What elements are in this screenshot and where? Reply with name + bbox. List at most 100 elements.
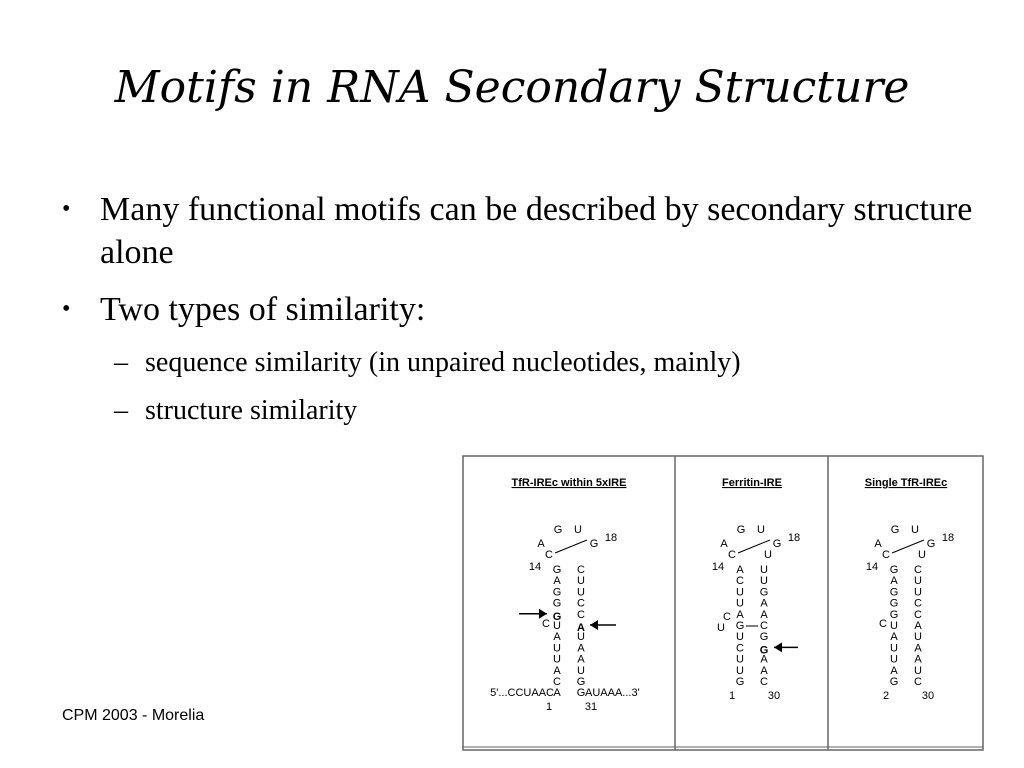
stem-nucleotide: C	[760, 676, 768, 688]
stem-nucleotide: G	[890, 564, 899, 576]
stem-nucleotide: U	[914, 575, 922, 587]
dash-icon: –	[114, 395, 128, 426]
position-number: 14	[712, 561, 724, 573]
stem-nucleotide: A	[736, 564, 744, 576]
flank-sequence: AUAAA...3'	[585, 687, 640, 699]
position-number: 18	[788, 532, 800, 544]
bullet-item: • Many functional motifs can be describe…	[62, 188, 1022, 274]
footer-text: CPM 2003 - Morelia	[62, 707, 205, 724]
stem-nucleotide: A	[760, 665, 768, 677]
bulge-nucleotide: U	[717, 622, 725, 634]
stem-nucleotide: C	[577, 598, 585, 610]
sub-bullet-text: sequence similarity (in unpaired nucleot…	[145, 347, 741, 378]
stem-nucleotide: U	[914, 586, 922, 598]
position-number: 18	[942, 532, 954, 544]
stem-nucleotide: A	[736, 609, 744, 621]
position-number: 1	[729, 690, 735, 702]
position-number: 14	[529, 561, 541, 573]
stem-nucleotide: A	[577, 622, 585, 634]
position-number: 2	[883, 690, 889, 702]
stem-nucleotide: C	[553, 676, 561, 688]
stem-nucleotide: U	[760, 564, 768, 576]
stem-nucleotide: C	[760, 620, 768, 632]
loop-nucleotide: U	[918, 549, 926, 561]
stem-nucleotide: A	[914, 642, 922, 654]
stem-nucleotide: U	[553, 620, 561, 632]
stem-nucleotide: A	[577, 654, 585, 666]
loop-nucleotide: G	[891, 524, 900, 536]
stem-nucleotide: U	[736, 586, 744, 598]
panel-title: Ferritin-IRE	[722, 477, 782, 489]
loop-nucleotide: U	[757, 524, 765, 536]
stem-nucleotide: C	[914, 598, 922, 610]
loop-nucleotide: C	[882, 549, 890, 561]
stem-nucleotide: U	[890, 642, 898, 654]
arrow-marker-head	[539, 608, 547, 619]
stem-nucleotide: G	[890, 609, 899, 621]
stem-nucleotide: A	[890, 575, 898, 587]
bullet-icon: •	[62, 196, 71, 222]
stem-nucleotide: U	[890, 620, 898, 632]
stem-nucleotide: G	[760, 644, 769, 656]
loop-nucleotide: C	[728, 549, 736, 561]
bullet-text: Two types of similarity:	[100, 291, 426, 328]
dash-icon: –	[114, 347, 128, 378]
bulge-nucleotide: C	[723, 611, 731, 623]
stem-nucleotide: C	[736, 642, 744, 654]
stem-nucleotide: U	[736, 631, 744, 643]
stem-nucleotide: A	[553, 575, 561, 587]
loop-nucleotide: G	[737, 524, 746, 536]
stem-nucleotide: U	[553, 654, 561, 666]
stem-nucleotide: C	[736, 575, 744, 587]
stem-nucleotide: G	[553, 586, 562, 598]
slide-title: Motifs in RNA Secondary Structure	[114, 62, 910, 113]
stem-nucleotide: G	[577, 687, 586, 699]
stem-nucleotide: A	[553, 687, 561, 699]
loop-nucleotide: U	[764, 549, 772, 561]
panel-title: Single TfR-IREc	[865, 477, 948, 489]
loop-bond	[891, 539, 925, 554]
stem-nucleotide: A	[890, 631, 898, 643]
stem-nucleotide: G	[577, 676, 586, 688]
stem-nucleotide: C	[577, 564, 585, 576]
stem-nucleotide: A	[760, 654, 768, 666]
flank-sequence: 5'...CCUAAC	[490, 687, 554, 699]
position-number: 14	[866, 561, 878, 573]
stem-nucleotide: U	[914, 631, 922, 643]
loop-nucleotide: U	[574, 524, 582, 536]
stem-nucleotide: C	[914, 609, 922, 621]
stem-nucleotide: G	[760, 586, 769, 598]
stem-nucleotide: G	[553, 598, 562, 610]
loop-nucleotide: C	[545, 549, 553, 561]
stem-nucleotide: C	[577, 609, 585, 621]
panel-title: TfR-IREc within 5xIRE	[512, 477, 627, 489]
position-number: 18	[605, 532, 617, 544]
loop-bond	[554, 539, 588, 554]
loop-nucleotide: A	[874, 538, 882, 550]
bullet-item: • Two types of similarity:	[62, 288, 1022, 331]
stem-nucleotide: C	[914, 564, 922, 576]
stem-nucleotide: A	[553, 665, 561, 677]
stem-nucleotide: U	[577, 586, 585, 598]
stem-nucleotide: G	[736, 620, 745, 632]
stem-nucleotide: U	[736, 654, 744, 666]
stem-nucleotide: A	[577, 642, 585, 654]
stem-nucleotide: U	[890, 654, 898, 666]
loop-nucleotide: A	[537, 538, 545, 550]
stem-nucleotide: C	[914, 676, 922, 688]
stem-nucleotide: A	[914, 620, 922, 632]
sub-bullet-text: structure similarity	[145, 395, 358, 426]
loop-nucleotide: G	[773, 538, 782, 550]
stem-nucleotide: G	[890, 676, 899, 688]
bulge-nucleotide: C	[542, 618, 550, 630]
bulge-nucleotide: C	[879, 618, 887, 630]
position-number: 31	[585, 701, 597, 713]
stem-nucleotide: U	[553, 642, 561, 654]
arrow-marker-head	[590, 620, 598, 630]
position-number: 30	[922, 690, 934, 702]
stem-nucleotide: G	[553, 611, 562, 623]
stem-nucleotide: U	[577, 631, 585, 643]
stem-nucleotide: G	[760, 631, 769, 643]
